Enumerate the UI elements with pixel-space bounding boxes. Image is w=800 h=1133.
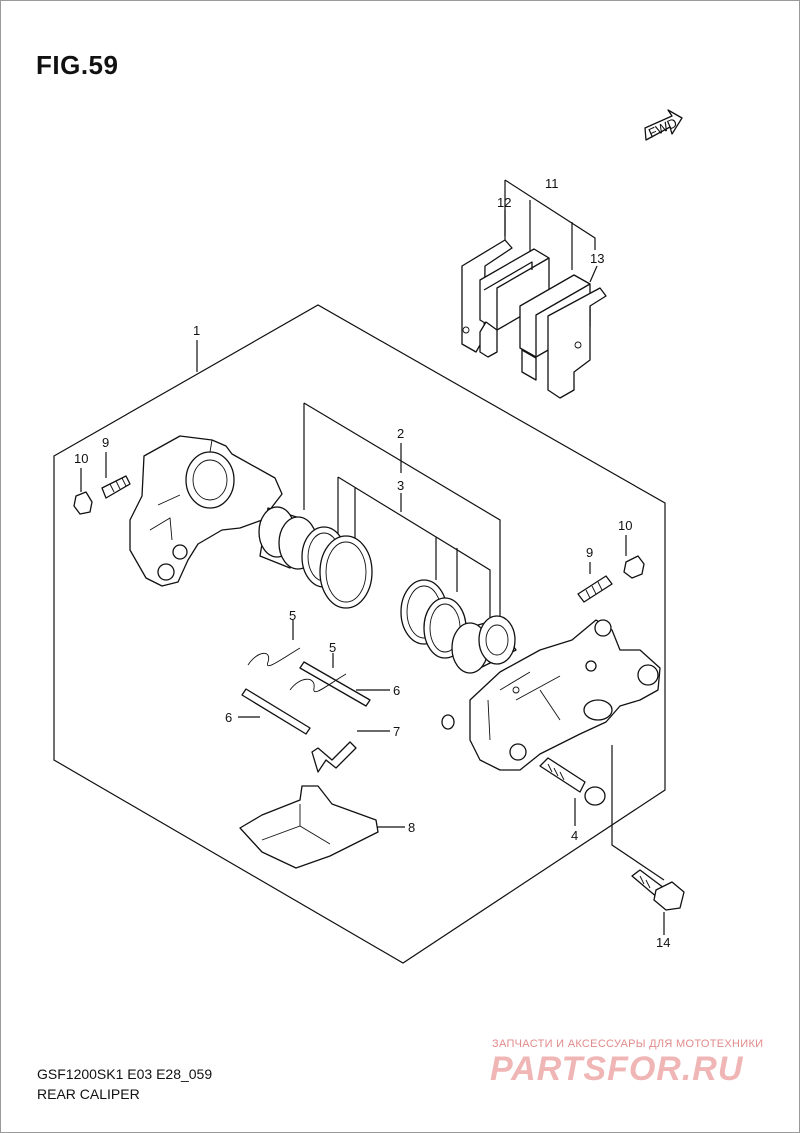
callout-labels: 1 2 3 4 5 5 6 6 7 8 9 9 10 10 11 12 13 1… (74, 176, 670, 950)
callout-10: 10 (74, 451, 88, 466)
callout-7: 7 (393, 724, 400, 739)
pin-springs (247, 647, 347, 693)
piston-and-seals-right (400, 579, 517, 674)
callout-10: 10 (618, 518, 632, 533)
callout-4: 4 (571, 828, 578, 843)
brake-pad-set (461, 239, 607, 399)
callout-3: 3 (397, 478, 404, 493)
callout-9: 9 (586, 545, 593, 560)
mounting-bolt (631, 869, 685, 911)
fwd-arrow-icon: FWD (644, 109, 683, 141)
washer (441, 714, 455, 730)
callout-2: 2 (397, 426, 404, 441)
bleeder-right (577, 555, 645, 603)
callout-1: 1 (193, 323, 200, 338)
caliper-body-right (469, 619, 661, 771)
callout-13: 13 (590, 251, 604, 266)
caliper-assembly-outline (53, 304, 666, 964)
pad-retainer-plate (239, 785, 379, 869)
piston-and-seals-left (258, 506, 373, 609)
caliper-bolt (539, 757, 606, 806)
fwd-label: FWD (646, 115, 679, 141)
figure-caption: REAR CALIPER (37, 1086, 140, 1102)
callout-12: 12 (497, 195, 511, 210)
callout-8: 8 (408, 820, 415, 835)
callout-5: 5 (289, 608, 296, 623)
pad-pins (241, 661, 371, 735)
callout-6: 6 (393, 683, 400, 698)
caliper-body-left (129, 435, 283, 587)
leader-lines (80, 179, 665, 935)
watermark-tagline: ЗАПЧАСТИ И АКСЕССУАРЫ ДЛЯ МОТОТЕХНИКИ (492, 1038, 764, 1050)
figure-title: FIG.59 (36, 50, 119, 80)
model-code: GSF1200SK1 E03 E28_059 (37, 1066, 213, 1082)
callout-9: 9 (102, 435, 109, 450)
callout-14: 14 (656, 935, 670, 950)
callout-11: 11 (545, 176, 559, 191)
callout-6: 6 (225, 710, 232, 725)
bleeder-left (73, 475, 131, 515)
watermark-logo: PARTSFOR.RU (490, 1050, 744, 1088)
pad-spring (311, 741, 357, 773)
callout-5: 5 (329, 640, 336, 655)
